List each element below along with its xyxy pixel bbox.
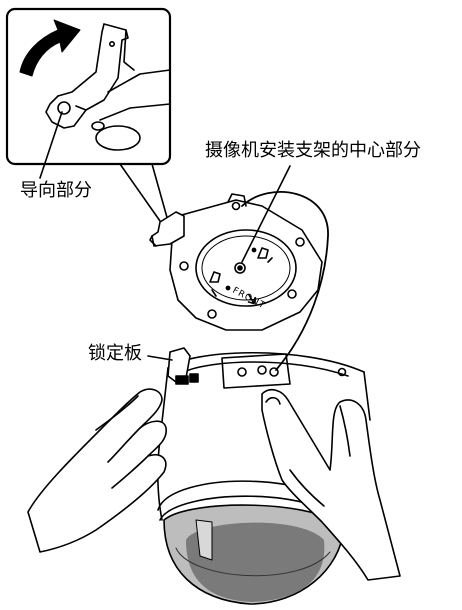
right-hand-outline <box>261 388 401 581</box>
left-hand-outline <box>27 388 167 553</box>
inset-base-plate <box>99 69 171 121</box>
inset-callout-lines <box>119 163 169 222</box>
camera-terminal-screw <box>337 367 347 377</box>
bracket-dot <box>251 247 257 253</box>
bracket-dot <box>225 285 231 291</box>
screw-hole <box>207 309 217 319</box>
curved-arrow-icon <box>19 19 81 77</box>
inset-oval-hole-inner <box>91 121 105 131</box>
camera-terminal-block <box>221 353 291 389</box>
left-hand <box>27 388 167 553</box>
bracket-top-tab <box>227 193 247 207</box>
bracket-hook <box>209 271 221 297</box>
camera-terminal-screw <box>257 365 267 375</box>
inset-oval-hole <box>95 125 141 151</box>
guide-part-label: 导向部分 <box>20 180 92 201</box>
bracket-center-hole <box>234 262 246 274</box>
lock-plate-slot <box>175 375 189 385</box>
right-hand-nail <box>265 396 281 405</box>
bracket-guide-tab-fold <box>149 235 157 247</box>
bracket-center-ring-inner <box>201 235 291 301</box>
screw-hole <box>287 289 297 299</box>
bracket-center-hole-inner <box>237 265 243 271</box>
camera-top-inner <box>183 361 349 377</box>
guide-leader <box>39 111 63 179</box>
dome-highlight <box>195 519 213 561</box>
screw-hole <box>179 261 189 271</box>
lock-plate-leader <box>147 355 173 361</box>
camera-bracket-center-label: 摄像机安装支架的中心部分 <box>205 140 421 161</box>
dome-bubble-dark <box>186 522 325 602</box>
inset-bracket-edge <box>123 29 135 71</box>
center-leader <box>241 165 291 263</box>
camera-terminal-screw <box>237 367 247 377</box>
bracket-plate-outline <box>169 199 323 331</box>
bracket-hook <box>257 247 273 263</box>
safety-wire-clip <box>269 367 279 377</box>
lock-plate-label: 锁定板 <box>88 343 142 364</box>
detail-inset <box>5 7 172 222</box>
screw-hole <box>231 201 241 211</box>
dome-inner-arc <box>175 547 331 577</box>
screw-hole <box>295 237 305 247</box>
inset-hole-small <box>109 40 116 47</box>
guide-hole <box>57 101 71 115</box>
detail-inset-frame <box>5 7 172 166</box>
dome-camera <box>147 347 371 605</box>
lock-plate-slot <box>189 373 199 383</box>
right-hand-finger-lines <box>289 405 351 507</box>
bracket-guide-tab <box>151 211 185 247</box>
safety-wire <box>241 191 329 371</box>
front-arrow-icon <box>247 294 257 305</box>
right-hand <box>261 388 401 581</box>
bracket-center-ring <box>195 229 297 307</box>
left-hand-finger-lines <box>95 395 149 489</box>
camera-mount-bracket: FRONT <box>149 165 329 377</box>
